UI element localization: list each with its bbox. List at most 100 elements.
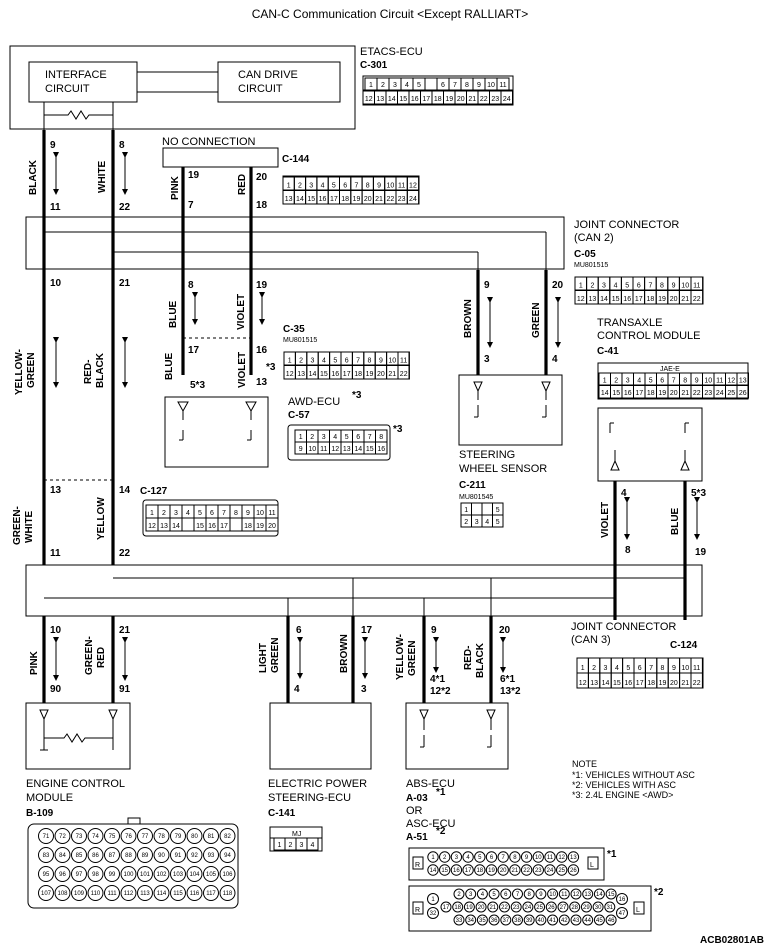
connector-pin-label: 16 — [331, 371, 339, 378]
eps-conn: C-141 — [268, 808, 296, 819]
connector-pin-label: 8 — [379, 434, 383, 441]
connector-pin-label: 12 — [727, 378, 735, 385]
connector-pin — [616, 893, 628, 905]
connector-pin-label: 10 — [256, 510, 264, 517]
connector-pin-label: 11 — [693, 283, 700, 290]
connector-pin-label: 28 — [571, 905, 578, 911]
connector-pin-label: 7 — [354, 183, 358, 190]
connector-pin-label: 2 — [310, 434, 314, 441]
connector-pin-label: 46 — [608, 918, 615, 924]
pin-4: 4 — [552, 354, 558, 365]
connector-pin — [605, 888, 617, 900]
connector-pin — [427, 907, 439, 919]
connector-pin — [534, 901, 546, 913]
connector-pin-label: 13 — [584, 892, 591, 898]
connector-pin-label: 5 — [496, 519, 500, 526]
connector-pin — [570, 914, 582, 926]
connector-pin-label: 72 — [59, 834, 66, 840]
connector-pin-label: 8 — [368, 358, 372, 365]
wc-blue2: BLUE — [164, 352, 175, 380]
connector-pin-label: 14 — [602, 680, 610, 687]
connector-pin-label: 6 — [637, 283, 641, 290]
can-drive-circuit-box — [217, 61, 341, 103]
connector-pin-label: 24 — [409, 196, 417, 203]
ecm-box — [25, 702, 131, 770]
connector-pin — [512, 914, 523, 926]
ecm-conn: B-109 — [26, 808, 54, 819]
abs-label-1: ABS-ECU — [406, 778, 455, 790]
connector-pin-label: 13 — [590, 680, 598, 687]
connector-pin — [497, 864, 509, 876]
connector-pin-label: 4 — [485, 519, 489, 526]
connector-pin — [219, 866, 236, 882]
connector-pin-label: 15 — [366, 446, 374, 453]
connector-pin — [465, 914, 477, 926]
connector-pin-label: 8 — [513, 855, 517, 861]
pin-9b: 9 — [484, 280, 490, 291]
pin-5-tcm: 5*3 — [691, 488, 706, 499]
connector-pin — [500, 888, 512, 900]
connector-pin-label: 2 — [299, 358, 303, 365]
connector-pin-label: 13 — [297, 371, 305, 378]
connector-pin-label: 22 — [523, 868, 530, 874]
connector-pin-label: 111 — [107, 891, 117, 897]
connector-pin-label: 29 — [583, 905, 590, 911]
connector-pin — [593, 888, 605, 900]
connector-pin-label: 21 — [489, 905, 496, 911]
connector-pin-label: 4 — [321, 183, 325, 190]
connector-pin-label: 18 — [341, 196, 349, 203]
connector-pin-label: 107 — [41, 891, 52, 897]
etacs-ecu-box — [9, 45, 356, 130]
connector-pin-label: 15 — [613, 680, 621, 687]
connector-pin-label: 8 — [465, 82, 469, 89]
eps-ecu-box — [269, 702, 372, 770]
pin-90: 90 — [50, 684, 62, 695]
connector-pin-label: 117 — [206, 891, 216, 897]
connector-pin-label: 12 — [286, 371, 294, 378]
connector-pin-label: 26 — [570, 868, 577, 874]
connector-pin — [570, 888, 582, 900]
sws-label-2: WHEEL SENSOR — [459, 463, 547, 475]
connector-pin — [532, 864, 544, 876]
connector-pin-label: 88 — [125, 853, 132, 859]
connector-pin — [186, 885, 203, 901]
connector-pin-label: 24 — [503, 96, 511, 103]
connector-pin-label: 11 — [268, 510, 275, 517]
connector-pin-label: 22 — [400, 371, 408, 378]
connector-pin — [592, 901, 604, 913]
connector-pin-label: 9 — [299, 446, 303, 453]
pin-8: 8 — [119, 140, 125, 151]
pin-10c: 10 — [50, 625, 62, 636]
connector-pin-label: 20 — [500, 868, 507, 874]
connector-pin-label: 112 — [124, 891, 134, 897]
connector-pin-label: 20 — [670, 680, 678, 687]
connector-pin — [219, 847, 236, 863]
connector-pin — [170, 866, 186, 882]
connector-pin — [450, 864, 463, 876]
pin-9c: 9 — [431, 625, 437, 636]
connector-pin-label: 15 — [307, 196, 315, 203]
connector-pin-label: 8 — [528, 892, 532, 898]
connector-pin — [137, 866, 153, 882]
connector-pin — [582, 888, 594, 900]
connector-pin-label: 6 — [638, 665, 642, 672]
connector-pin-label: 21 — [512, 868, 519, 874]
connector-pin-label: 23 — [513, 905, 520, 911]
connector-pin-label: 4 — [615, 665, 619, 672]
c144-label: C-144 — [282, 154, 310, 165]
connector-pin-label: 22 — [693, 680, 701, 687]
connector-pin-label: 25 — [727, 390, 735, 397]
connector-pin — [523, 914, 535, 926]
awd-ecu-box — [164, 396, 269, 468]
tcm-label-1: TRANSAXLE — [597, 317, 662, 329]
pin-20c: 20 — [499, 625, 511, 636]
connector-pin — [450, 851, 463, 863]
connector-pin-label: 11 — [716, 378, 723, 385]
connector-pin — [556, 864, 568, 876]
connector-pin-label: 3 — [475, 519, 479, 526]
connector-pin-label: 16 — [624, 390, 632, 397]
connector-pin-label: 4 — [466, 855, 470, 861]
connector-pin — [439, 864, 451, 876]
